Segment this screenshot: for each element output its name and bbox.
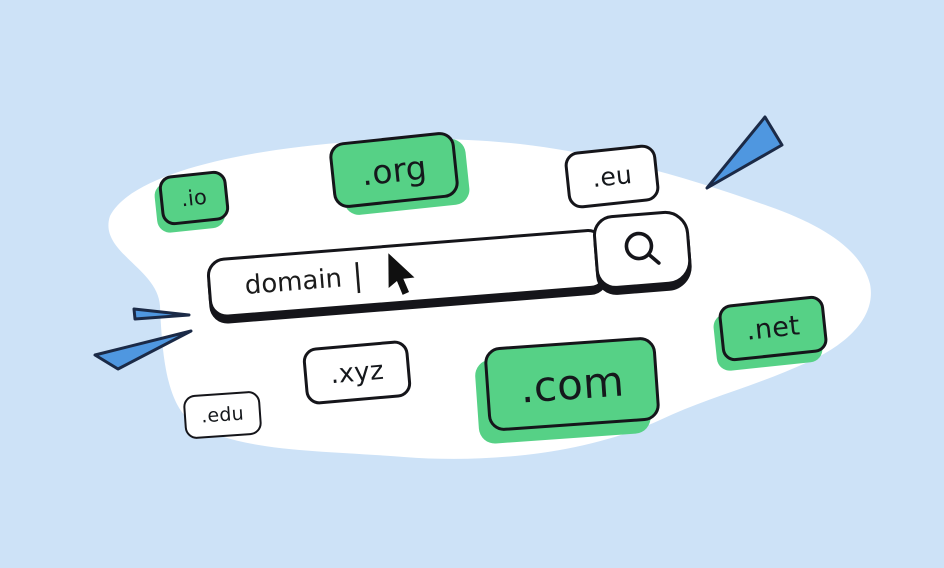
search-input-value: domain xyxy=(243,263,344,302)
tld-label: .io xyxy=(179,184,209,212)
mouse-cursor-icon xyxy=(388,253,415,295)
text-caret: | xyxy=(351,257,365,295)
tld-label: .eu xyxy=(590,160,634,193)
domain-search-bar: domain | xyxy=(205,209,694,325)
tld-label: .edu xyxy=(200,402,245,428)
accent-triangle-icon xyxy=(705,115,784,190)
tld-badge-edu[interactable]: .edu xyxy=(182,390,263,440)
tld-label: .com xyxy=(518,355,626,413)
emphasis-spikes-icon xyxy=(93,307,193,371)
tld-badge-org[interactable]: .org xyxy=(327,130,471,217)
tld-label: .org xyxy=(359,147,429,193)
tld-badge-eu[interactable]: .eu xyxy=(563,143,661,210)
tld-label: .xyz xyxy=(329,355,385,390)
search-button[interactable] xyxy=(591,209,694,291)
tld-badge-xyz[interactable]: .xyz xyxy=(301,339,413,406)
magnifier-icon xyxy=(624,231,661,265)
tld-badge-io[interactable]: .io xyxy=(153,169,231,234)
tld-badge-com[interactable]: .com xyxy=(474,336,661,445)
tld-badge-net[interactable]: .net xyxy=(712,294,829,372)
tld-label: .net xyxy=(744,310,802,347)
